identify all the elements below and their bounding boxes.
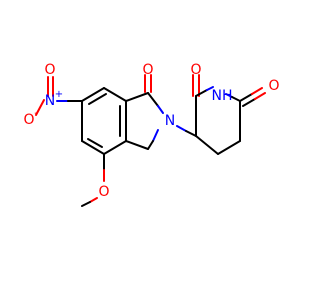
- nitro-n-o-minus-bond: [35, 99, 45, 116]
- n-to-glutarimide-bond-blue: [176, 125, 187, 132]
- lactam-o-label: O: [142, 62, 153, 78]
- lactam-n-ch2-bond-blue: [152, 129, 159, 142]
- lactam-carbonyl-ring-bond: [125, 92, 149, 102]
- ring-bond-5: [81, 140, 105, 155]
- right-carbonyl-o-bond-1-black: [239, 93, 253, 102]
- ring-bond-1-inner: [88, 93, 107, 105]
- methoxy-o-ch3-bond-red: [89, 197, 98, 203]
- glutarimide-ch2-ch-bond: [195, 135, 219, 155]
- molecule-canvas: O - N + O O N O O NH O: [23, 62, 280, 207]
- lactam-carbonyl-n-bond-blue: [157, 105, 164, 114]
- lactam-n-ch2-bond-black: [147, 140, 154, 150]
- nitro-minus-sign: -: [34, 108, 38, 119]
- methoxy-o-label: O: [98, 184, 109, 200]
- ring-bond-5-inner: [87, 138, 103, 148]
- right-carbonyl-o-bond-2-red: [254, 92, 266, 100]
- glutarimide-lower-ch2-bond: [217, 140, 241, 155]
- imide-upper-o-label: O: [190, 62, 201, 78]
- right-carbonyl-o-bond-1-red: [251, 87, 263, 95]
- upper-carbonyl-nh-bond-black: [195, 89, 208, 97]
- n-to-glutarimide-bond-black: [185, 130, 197, 137]
- nitro-n-label: N: [45, 93, 55, 109]
- upper-carbonyl-nh-bond-blue: [206, 86, 214, 91]
- ring-bond-4: [103, 140, 127, 155]
- imide-right-o-label: O: [268, 78, 279, 94]
- atom-label-layer: O - N + O O N O O NH O: [23, 62, 279, 200]
- nitro-plus-sign: +: [55, 89, 63, 100]
- nitro-o-double-label: O: [44, 62, 55, 78]
- methoxy-o-ch3-bond-black: [81, 201, 91, 207]
- nh-right-carbonyl-bond-blue: [225, 93, 233, 98]
- lactam-carbonyl-n-bond-black: [147, 92, 159, 107]
- nh-right-carbonyl-bond-black: [231, 96, 241, 102]
- imide-nh-label: NH: [212, 88, 233, 104]
- molecule-structure: O - N + O O N O O NH O: [23, 62, 280, 207]
- right-carbonyl-o-bond-2-black: [242, 98, 256, 107]
- lactam-ch2-ring-bond: [125, 140, 149, 150]
- nitro-o-minus-label: O: [23, 112, 34, 128]
- ring-bond-2: [103, 87, 127, 102]
- bond-layer: [35, 74, 266, 207]
- ring-bond-1: [81, 87, 105, 102]
- isoindolinone-n-label: N: [165, 113, 175, 129]
